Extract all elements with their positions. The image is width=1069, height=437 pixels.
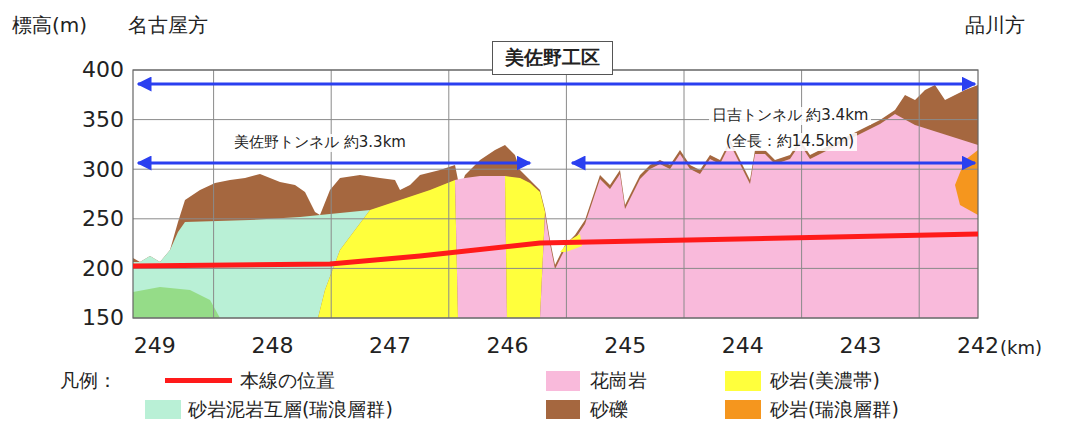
- axis-tick-label: 242: [957, 333, 999, 358]
- chart-label: 品川方: [965, 14, 1025, 37]
- axis-tick-label: 248: [251, 333, 293, 358]
- chart-label: (全長：約14.5km): [723, 133, 857, 150]
- geology-layers: [133, 85, 978, 318]
- axis-tick-label: 150: [82, 305, 124, 330]
- grid-line: [133, 218, 978, 219]
- legend-text: 砂岩(瑞浪層群): [770, 399, 899, 421]
- axis-tick-label: 300: [82, 157, 124, 182]
- sandstone-layer: [955, 150, 978, 215]
- axis-tick-label: 250: [82, 206, 124, 231]
- span-arrow: [572, 162, 975, 165]
- legend-text: 砂岩泥岩互層(瑞浪層群): [188, 399, 393, 421]
- chart-label: 名古屋方: [128, 14, 208, 37]
- legend-text: 本線の位置: [240, 370, 335, 392]
- chart-label: 美佐野トンネル 約3.3km: [231, 134, 409, 151]
- granite-layer: [540, 114, 978, 318]
- grid-line: [133, 268, 978, 269]
- chart-label: 日吉トンネル 約3.4km: [709, 107, 872, 124]
- grid-line: [566, 70, 567, 318]
- legend-swatch: [725, 371, 761, 391]
- section-box: 美佐野工区: [492, 41, 613, 75]
- axis-tick-label: 247: [369, 333, 411, 358]
- axis-tick-label: 245: [604, 333, 646, 358]
- axis-tick-label: 246: [487, 333, 529, 358]
- overlay: [133, 84, 978, 266]
- axis-tick-label: 244: [722, 333, 764, 358]
- axis-tick-label: 249: [134, 333, 176, 358]
- plot-frame: [133, 70, 978, 318]
- legend-swatch: [145, 400, 181, 419]
- legend-swatch: [725, 400, 761, 419]
- span-arrow: [138, 83, 975, 86]
- axis-tick-label: (km): [1000, 338, 1042, 359]
- grid-line: [331, 70, 332, 318]
- grid-line: [213, 70, 214, 318]
- grid-line: [448, 70, 449, 318]
- axis-tick-label: 200: [82, 256, 124, 281]
- axis-tick-label: 243: [839, 333, 881, 358]
- axis-tick-label: 350: [82, 107, 124, 132]
- legend-text: 砂礫: [590, 399, 628, 421]
- chart-label: 凡例：: [60, 370, 117, 392]
- span-arrow: [138, 162, 530, 165]
- legend-swatch: [546, 400, 580, 419]
- legend-text: 花崗岩: [590, 370, 647, 392]
- main-line: [133, 234, 978, 266]
- axis-tick-label: 400: [82, 57, 124, 82]
- legend-swatch: [546, 371, 580, 391]
- gravel-layer: [133, 85, 978, 318]
- grid-lines: [133, 70, 978, 318]
- legend-text: 砂岩(美濃帯): [770, 370, 880, 392]
- chart-label: 標高(m): [12, 14, 87, 37]
- grid-line: [684, 70, 685, 318]
- legend-line-sample: [165, 378, 232, 383]
- grid-line: [919, 70, 920, 318]
- sandstone-layer: [318, 180, 458, 318]
- lower-mudstone-layer: [133, 287, 220, 318]
- grid-line: [133, 169, 978, 170]
- box-title: 美佐野工区: [505, 45, 600, 71]
